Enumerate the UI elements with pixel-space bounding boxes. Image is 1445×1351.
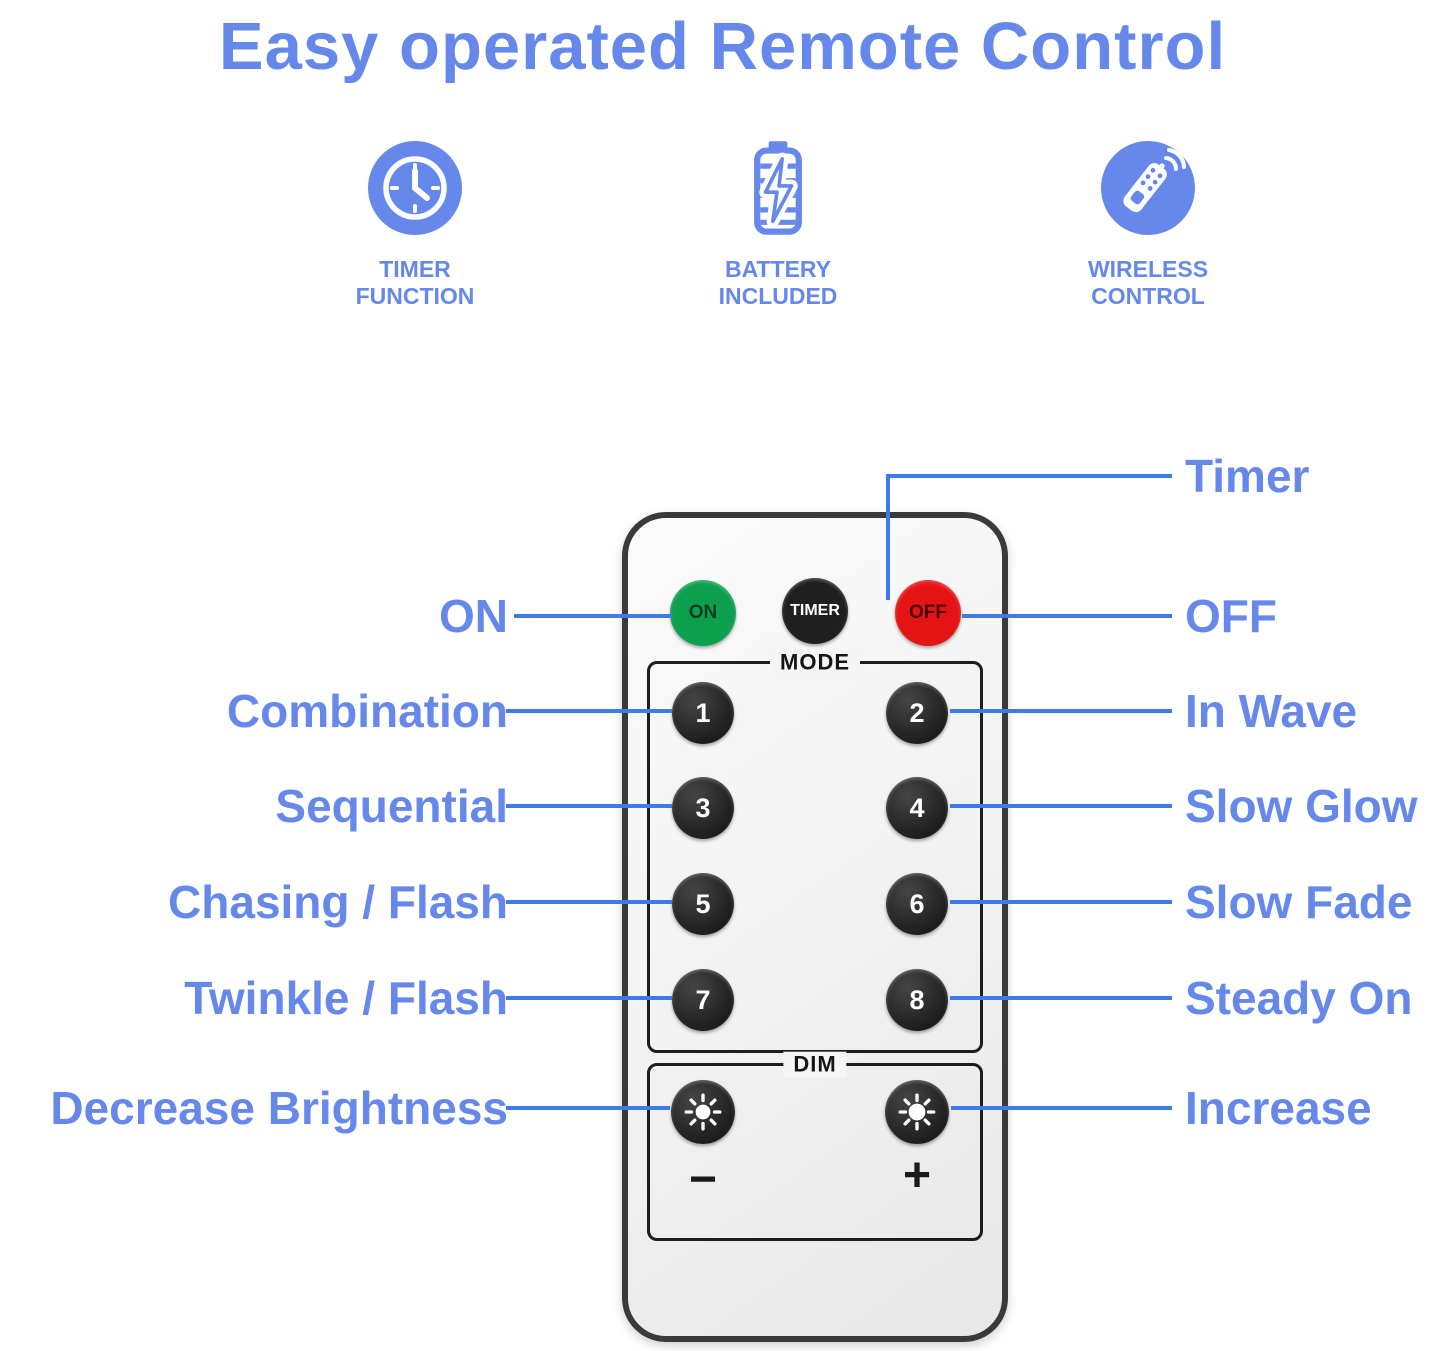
label-slow-glow: Slow Glow [1185,780,1418,832]
connector-off [962,614,1172,618]
connector-in-wave [950,709,1172,713]
mode-button-1: 1 [672,682,734,744]
connector-on [514,614,672,618]
connector-combination [506,709,672,713]
mode-button-3: 3 [672,777,734,839]
mode-button-5: 5 [672,873,734,935]
connector-slow-fade [950,900,1172,904]
mode-section: MODE [647,649,983,1053]
battery-included-icon [658,132,898,244]
label-off: OFF [1185,590,1277,642]
mode-button-4: 4 [886,777,948,839]
dim-minus-sign: − [688,1153,718,1206]
dim-section: DIM [647,1051,983,1241]
dim-increase-button [885,1080,949,1144]
connector-steady-on [950,996,1172,1000]
timer-function-icon [295,132,535,244]
label-chasing-flash: Chasing / Flash [168,876,508,928]
label-on: ON [439,590,508,642]
feature-label: BATTERY INCLUDED [718,256,838,310]
connector-timer-h [888,474,1172,478]
mode-button-6: 6 [886,873,948,935]
mode-button-7: 7 [672,969,734,1031]
remote-on-button: ON [670,580,736,646]
feature-battery-included: BATTERY INCLUDED [658,132,898,310]
mode-button-2: 2 [886,682,948,744]
remote-control: ON TIMER OFF MODE 1 2 3 4 5 6 7 8 DIM [622,512,1008,1342]
label-in-wave: In Wave [1185,685,1358,737]
dim-plus-sign: + [902,1149,932,1202]
connector-slow-glow [950,804,1172,808]
label-increase: Increase [1185,1082,1372,1134]
connector-decrease [506,1106,670,1110]
label-combination: Combination [226,685,508,737]
label-sequential: Sequential [275,780,508,832]
remote-timer-button: TIMER [782,578,848,644]
label-twinkle-flash: Twinkle / Flash [184,972,508,1024]
dim-decrease-button [671,1080,735,1144]
page-title: Easy operated Remote Control [218,9,1227,84]
connector-chasing-flash [506,900,672,904]
feature-label: TIMER FUNCTION [355,256,475,310]
label-timer: Timer [1185,450,1310,502]
connector-increase [951,1106,1172,1110]
mode-label: MODE [770,649,860,676]
mode-button-8: 8 [886,969,948,1031]
feature-wireless-control: WIRELESS CONTROL [1028,132,1268,310]
sun-dim-icon [684,1093,722,1131]
feature-timer-function: TIMER FUNCTION [295,132,535,310]
feature-label: WIRELESS CONTROL [1087,256,1209,310]
label-decrease-brightness: Decrease Brightness [50,1082,508,1134]
connector-twinkle-flash [506,996,672,1000]
wireless-control-icon [1028,132,1268,244]
remote-off-button: OFF [895,580,961,646]
dim-label: DIM [783,1051,847,1078]
label-slow-fade: Slow Fade [1185,876,1413,928]
label-steady-on: Steady On [1185,972,1413,1024]
connector-timer-v [886,474,890,600]
sun-bright-icon [898,1093,936,1131]
connector-sequential [506,804,672,808]
